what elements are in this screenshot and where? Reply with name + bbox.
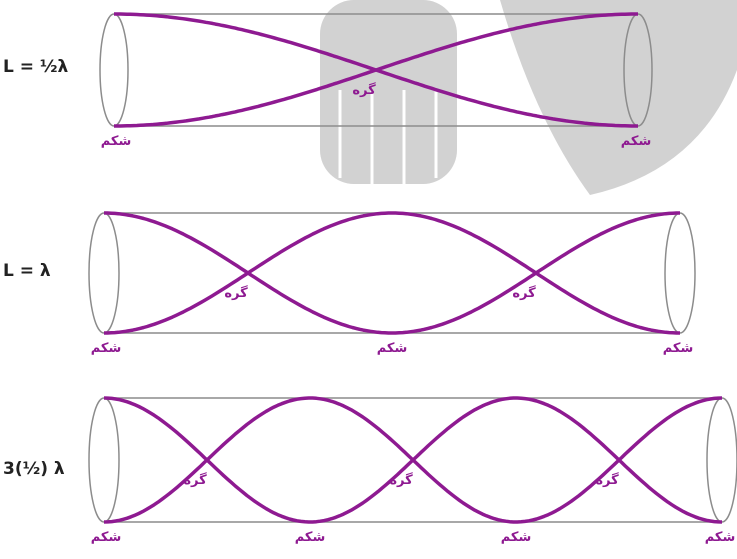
antinode-label: شکم — [663, 341, 694, 356]
length-label: 3(½) λ — [3, 459, 65, 479]
diagram-2: L = λ گره گره شکم شکم شکم — [3, 211, 696, 356]
node-label: گره — [183, 472, 207, 488]
watermark-logo — [320, 0, 737, 195]
node-label: گره — [595, 472, 619, 488]
node-label: گره — [224, 285, 248, 301]
antinode-label: شکم — [705, 530, 736, 545]
tube-right-end — [664, 212, 696, 334]
antinode-label: شکم — [621, 134, 652, 149]
node-label: گره — [512, 285, 536, 301]
wave-envelope-lower — [103, 396, 723, 524]
length-label: L = ½λ — [3, 57, 69, 77]
antinode-label: شکم — [91, 530, 122, 545]
antinode-label: شکم — [501, 530, 532, 545]
wave-envelope-upper — [104, 211, 680, 335]
antinode-label: شکم — [91, 341, 122, 356]
tube-left-end — [88, 397, 120, 523]
node-label: گره — [389, 472, 413, 488]
wave-envelope-lower — [104, 211, 680, 335]
wave-envelope-lower — [114, 12, 638, 128]
antinode-label: شکم — [295, 530, 326, 545]
tube-right-end — [706, 397, 737, 523]
antinode-label: شکم — [377, 341, 408, 356]
tube-left-end — [88, 212, 120, 334]
diagram-3: 3(½) λ گره گره گره شکم شکم شکم شکم — [3, 396, 737, 545]
diagram-1: L = ½λ گره شکم شکم — [3, 12, 653, 149]
node-label: گره — [352, 82, 376, 98]
length-label: L = λ — [3, 261, 51, 281]
tube-left-end — [99, 13, 129, 127]
antinode-label: شکم — [101, 134, 132, 149]
